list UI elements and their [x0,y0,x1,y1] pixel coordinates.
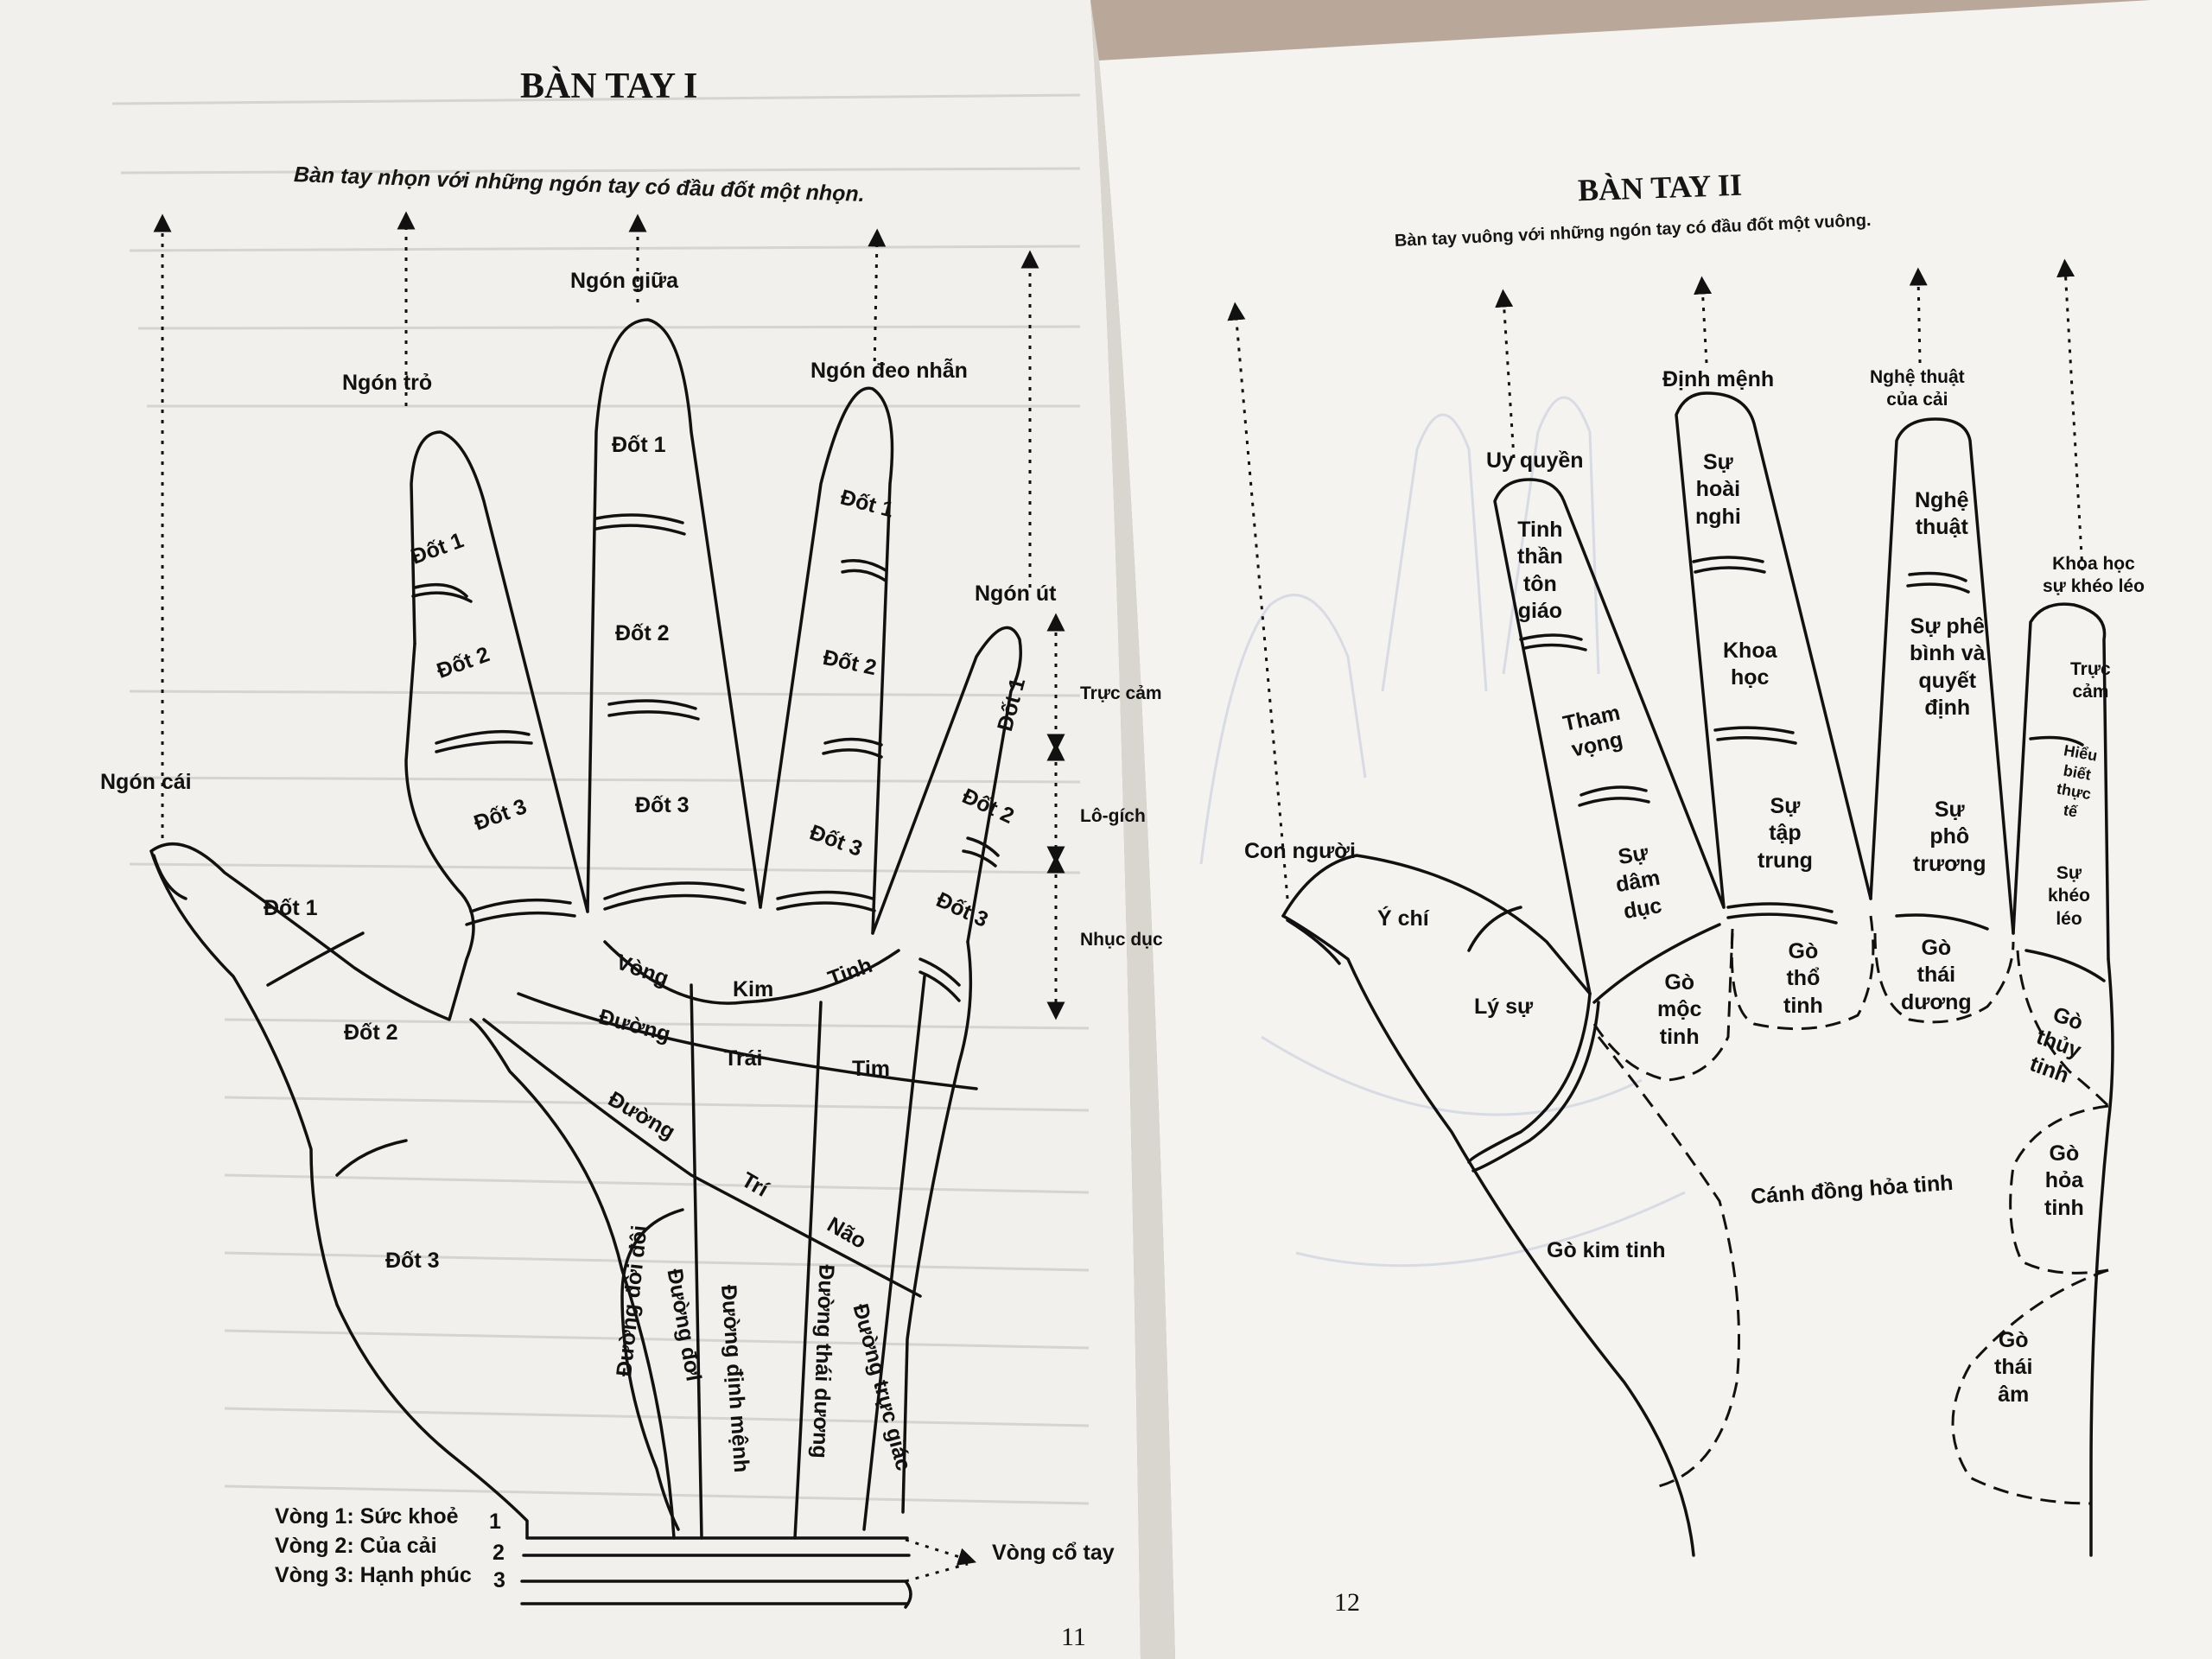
left-page-number: 11 [1061,1623,1086,1651]
label-thumb-dot3: Đốt 3 [385,1249,440,1273]
label-tinh-than-ton-giao: Tinh thần tôn giáo [1517,518,1563,623]
label-khoa-hoc-su-kheo-leo: Khoa học sự khéo léo [2043,554,2145,597]
gutter-shadow [1090,0,1175,1659]
hand-one-outline [149,318,1022,1609]
label-nghe-thuat-cua-cai: Nghệ thuật của cải [1870,367,1965,410]
right-page-title: BÀN TAY II [1577,167,1743,208]
label-vong1: Vòng 1: Sức khoẻ [275,1503,459,1530]
label-vong1-text: Vòng 1: Sức khoẻ [275,1504,459,1529]
left-page-title: BÀN TAY I [520,67,698,106]
label-wrist-n2: 2 [493,1541,505,1565]
left-page [0,0,1141,1659]
label-su-hoai-nghi: Sự hoài nghi [1695,450,1741,529]
label-truc-cam-right: Trực cảm [2070,659,2111,702]
label-go-thai-duong: Gò thái dương [1901,936,1972,1014]
label-vong-co-tay: Vòng cổ tay [992,1541,1115,1565]
label-ngon-giua: Ngón giữa [570,269,679,293]
label-su-phe-binh: Sự phê bình và quyết định [1910,614,1986,720]
label-middle-dot1: Đốt 1 [612,433,666,457]
label-dinh-menh: Định mệnh [1662,367,1775,391]
right-page-number: 12 [1334,1588,1360,1617]
label-su-kheo-leo: Sự khéo léo [2048,863,2091,929]
label-uy-quyen: Uy quyền [1486,448,1584,473]
label-truc-cam: Trực cảm [1080,683,1162,703]
hand-two-outline [1281,391,2114,1557]
label-y-chi: Ý chí [1377,906,1429,931]
label-middle-dot3: Đốt 3 [635,793,690,817]
label-ly-su: Lý sự [1474,995,1534,1019]
label-nghe-thuat: Nghệ thuật [1915,488,1969,540]
label-su-pho-truong: Sự phô trương [1913,798,1986,876]
label-wrist-n3: 3 [493,1568,505,1592]
label-lo-gich: Lô-gích [1080,806,1146,826]
label-middle-dot2: Đốt 2 [615,621,670,645]
right-page [1099,0,2212,1659]
label-vong2-text: Vòng 2: Của cải [275,1534,437,1558]
hand-one-arrows [153,211,1065,1583]
label-go-moc-tinh: Gò mộc tinh [1657,970,1702,1049]
label-thumb-dot2: Đốt 2 [344,1020,398,1045]
label-con-nguoi: Con người [1244,839,1356,863]
label-vong3: Vòng 3: Hạnh phúc [275,1562,472,1589]
label-wrist-n1: 1 [489,1510,501,1534]
label-ngon-ut: Ngón út [975,582,1057,606]
label-kim: Kim [733,977,774,1001]
label-go-kim-tinh: Gò kim tinh [1547,1238,1666,1262]
label-ngon-cai: Ngón cái [100,770,192,794]
label-su-tap-trung: Sự tập trung [1758,794,1813,873]
hand-two-mounts [1592,915,2110,1505]
hand-two-arrows [1227,258,2084,899]
label-nhuc-duc: Nhục dục [1080,930,1163,950]
label-go-hoa-tinh: Gò hỏa tinh [2044,1141,2084,1220]
label-tim: Tim [852,1057,890,1081]
label-ngon-tro: Ngón trỏ [342,371,433,395]
show-through-hand [1199,396,1686,1268]
show-through-text [111,93,1090,1505]
label-thumb-dot1: Đốt 1 [264,896,318,920]
label-ngon-deo-nhan: Ngón đeo nhẫn [810,359,968,383]
label-go-tho-tinh: Gò thổ tinh [1783,939,1823,1018]
label-khoa-hoc: Khoa học [1723,639,1777,690]
label-vong3-text: Vòng 3: Hạnh phúc [275,1563,472,1587]
label-vong2: Vòng 2: Của cải [275,1533,437,1560]
label-trai: Trái [724,1046,763,1071]
label-go-thai-am: Gò thái âm [1994,1328,2033,1407]
